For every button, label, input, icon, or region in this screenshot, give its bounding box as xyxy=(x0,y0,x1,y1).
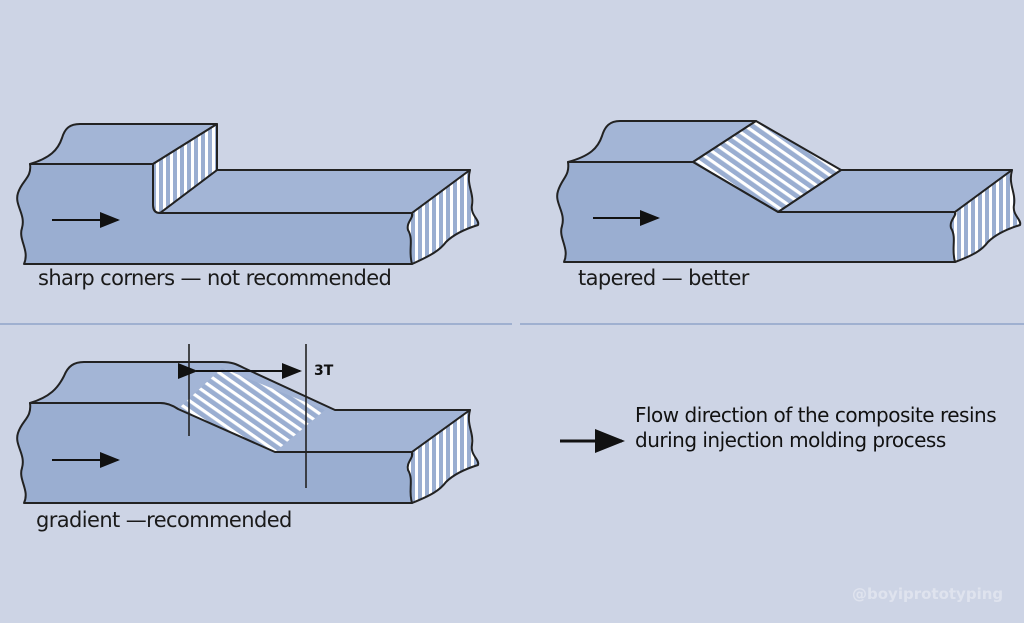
sharp-corners-diagram xyxy=(16,123,480,265)
sharp-end-face xyxy=(406,169,480,265)
gradient-hatched-region xyxy=(178,368,325,452)
tapered-end-face xyxy=(949,169,1022,263)
legend-text: Flow direction of the composite resins d… xyxy=(635,403,997,452)
tapered-front-face xyxy=(556,161,956,263)
tapered-top-upper-surface xyxy=(567,120,757,163)
sharp-top-upper-surface xyxy=(29,123,218,165)
watermark: @boyiprototyping xyxy=(852,585,1004,603)
gradient-diagram xyxy=(16,344,480,504)
panel-label-sharp: sharp corners — not recommended xyxy=(38,266,392,290)
gradient-front-face xyxy=(16,402,413,504)
tapered-diagram xyxy=(556,120,1022,263)
sharp-front-face xyxy=(16,163,413,265)
dimension-label: 3T xyxy=(314,363,334,379)
panel-label-tapered: tapered — better xyxy=(578,266,749,290)
panel-label-gradient: gradient —recommended xyxy=(36,508,292,532)
gradient-end-face xyxy=(406,409,480,504)
